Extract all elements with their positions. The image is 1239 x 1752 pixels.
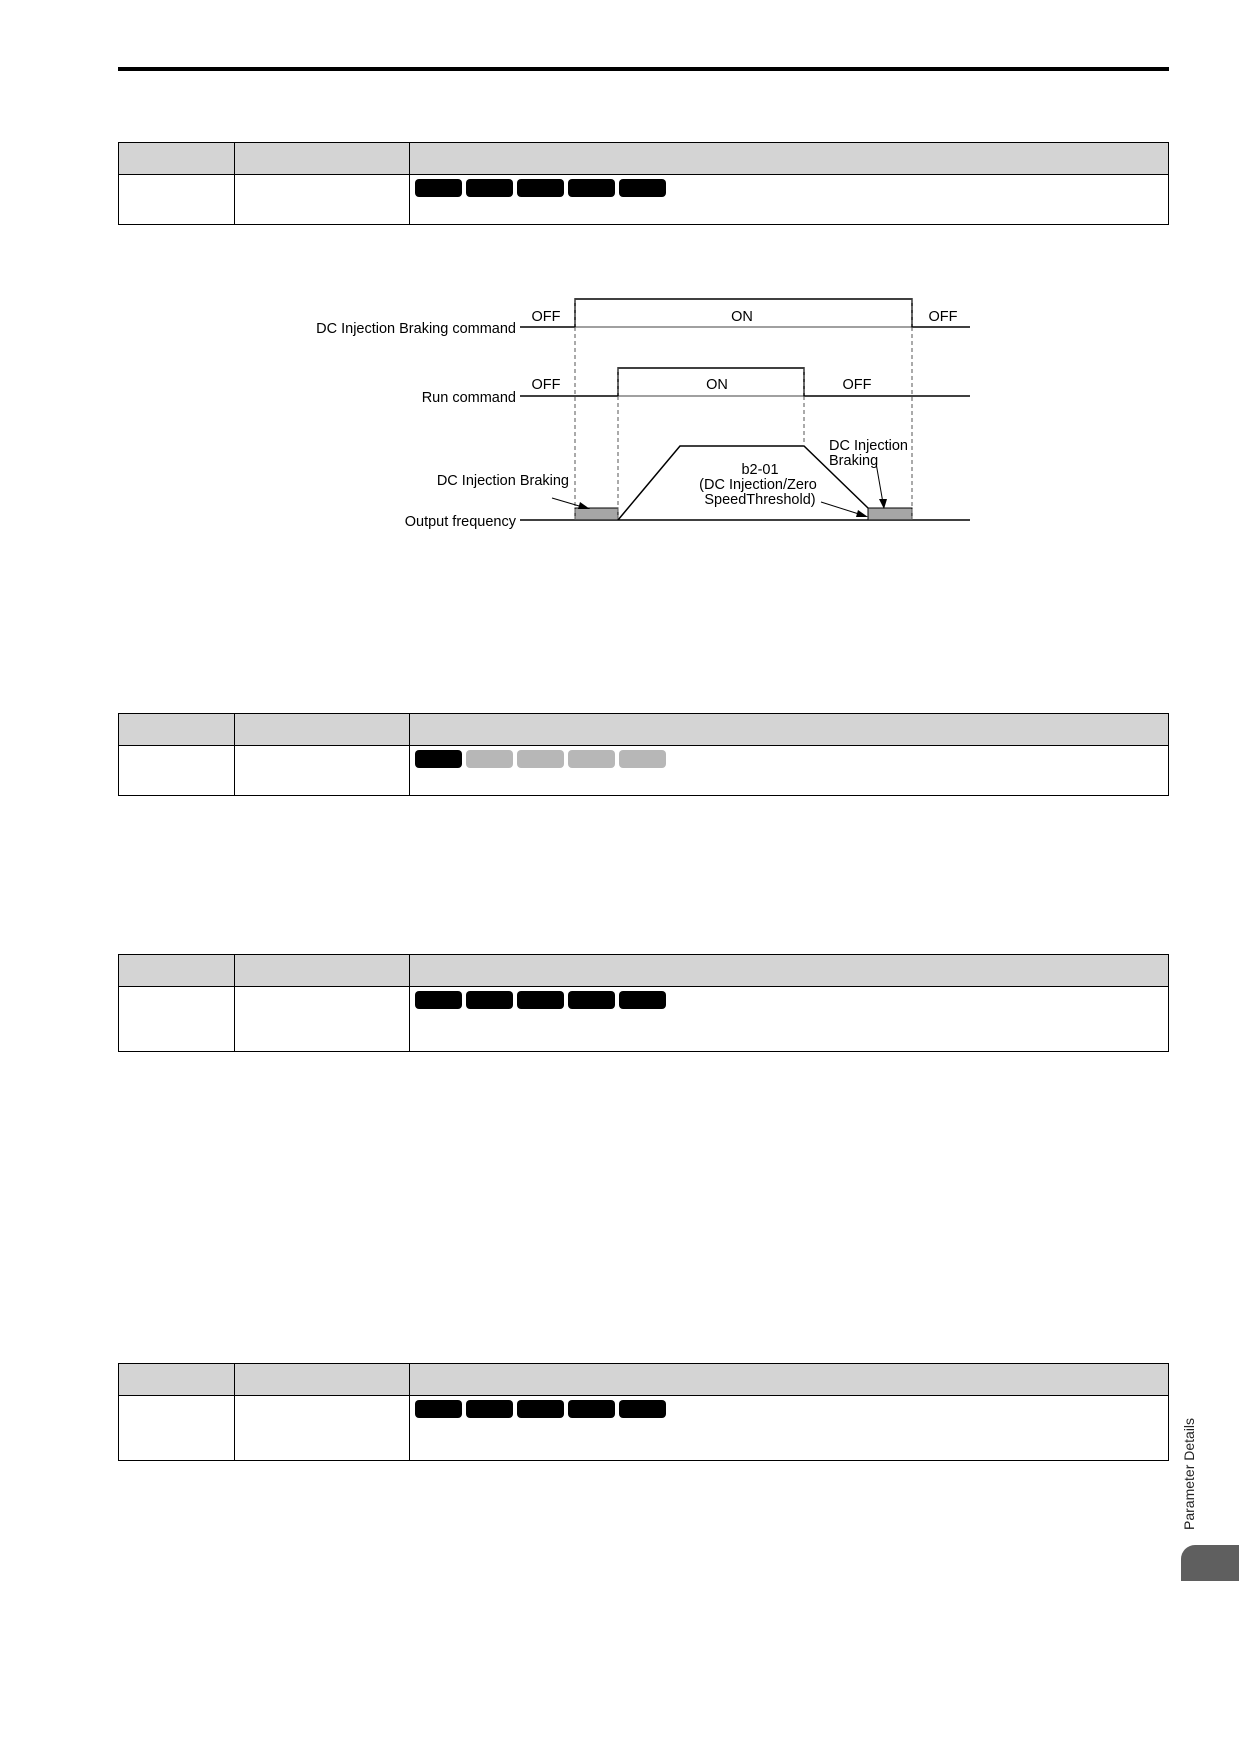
dc-braking-label-right-2: Braking [829, 453, 878, 469]
run-off-left: OFF [532, 377, 561, 393]
header-cell-no [118, 1363, 235, 1396]
control-mode-badge [517, 750, 564, 768]
output-frequency-label: Output frequency [405, 514, 517, 530]
control-mode-badge [415, 991, 462, 1009]
header-cell-description [409, 1363, 1169, 1396]
timing-guide-lines [574, 299, 913, 520]
header-cell-name [234, 1363, 410, 1396]
control-mode-badges [410, 175, 1168, 197]
run-on: ON [706, 377, 728, 393]
table-header-row [118, 954, 1169, 987]
table-header-row [118, 713, 1169, 746]
header-cell-description [409, 954, 1169, 987]
dc-braking-label-left: DC Injection Braking [437, 473, 569, 489]
control-mode-badge [466, 179, 513, 197]
control-mode-badge [619, 179, 666, 197]
header-cell-no [118, 142, 235, 175]
side-tab-text: Parameter Details [1181, 1417, 1197, 1530]
run-off-right: OFF [843, 377, 872, 393]
dc-cmd-off-right: OFF [929, 309, 958, 325]
table-header-row [118, 142, 1169, 175]
parameter-table-4 [118, 1363, 1169, 1461]
cell-description [409, 1395, 1169, 1461]
cell-no [118, 986, 235, 1052]
control-mode-badge [619, 991, 666, 1009]
threshold-label-2: (DC Injection/Zero [699, 477, 817, 493]
control-mode-badge [568, 1400, 615, 1418]
cell-name [234, 174, 410, 225]
cell-no [118, 745, 235, 796]
side-tab-label: Parameter Details [1181, 1418, 1201, 1540]
annotation-arrows [551, 462, 887, 517]
control-mode-badge [517, 179, 564, 197]
control-mode-badges [410, 746, 1168, 768]
parameter-table-1 [118, 142, 1169, 225]
cell-description [409, 745, 1169, 796]
dc-injection-timing-diagram: DC Injection Braking command Run command… [316, 298, 970, 530]
control-mode-badge [619, 750, 666, 768]
table-row [118, 1395, 1169, 1461]
threshold-label-3: SpeedThreshold) [704, 492, 815, 508]
control-mode-badge [415, 750, 462, 768]
control-mode-badge [415, 1400, 462, 1418]
control-mode-badge [568, 179, 615, 197]
cell-name [234, 1395, 410, 1461]
header-cell-no [118, 713, 235, 746]
parameter-table-2 [118, 713, 1169, 796]
run-command-label: Run command [422, 390, 516, 406]
header-cell-name [234, 954, 410, 987]
page-top-rule [118, 67, 1169, 71]
control-mode-badge [466, 1400, 513, 1418]
output-frequency-waveform [520, 445, 970, 521]
dc-braking-block-start [574, 507, 619, 521]
control-mode-badge [517, 1400, 564, 1418]
cell-name [234, 986, 410, 1052]
control-mode-badges [410, 1396, 1168, 1418]
table-row [118, 745, 1169, 796]
control-mode-badge [568, 750, 615, 768]
control-mode-badge [568, 991, 615, 1009]
dc-cmd-on: ON [731, 309, 753, 325]
table-header-row [118, 1363, 1169, 1396]
cell-no [118, 1395, 235, 1461]
control-mode-badge [415, 179, 462, 197]
control-mode-badge [517, 991, 564, 1009]
parameter-table-3 [118, 954, 1169, 1052]
section-tab[interactable] [1181, 1545, 1239, 1581]
table-row [118, 174, 1169, 225]
header-cell-no [118, 954, 235, 987]
control-mode-badges [410, 987, 1168, 1009]
run-command-waveform [520, 367, 970, 397]
cell-description [409, 174, 1169, 225]
dc-cmd-off-left: OFF [532, 309, 561, 325]
control-mode-badge [466, 991, 513, 1009]
header-cell-description [409, 142, 1169, 175]
threshold-label-1: b2-01 [741, 462, 778, 478]
dc-injection-command-label: DC Injection Braking command [316, 321, 516, 337]
header-cell-name [234, 713, 410, 746]
control-mode-badge [619, 1400, 666, 1418]
control-mode-badge [466, 750, 513, 768]
cell-description [409, 986, 1169, 1052]
dc-braking-block-stop [867, 507, 913, 521]
table-row [118, 986, 1169, 1052]
header-cell-description [409, 713, 1169, 746]
dc-braking-label-right-1: DC Injection [829, 438, 908, 454]
cell-name [234, 745, 410, 796]
